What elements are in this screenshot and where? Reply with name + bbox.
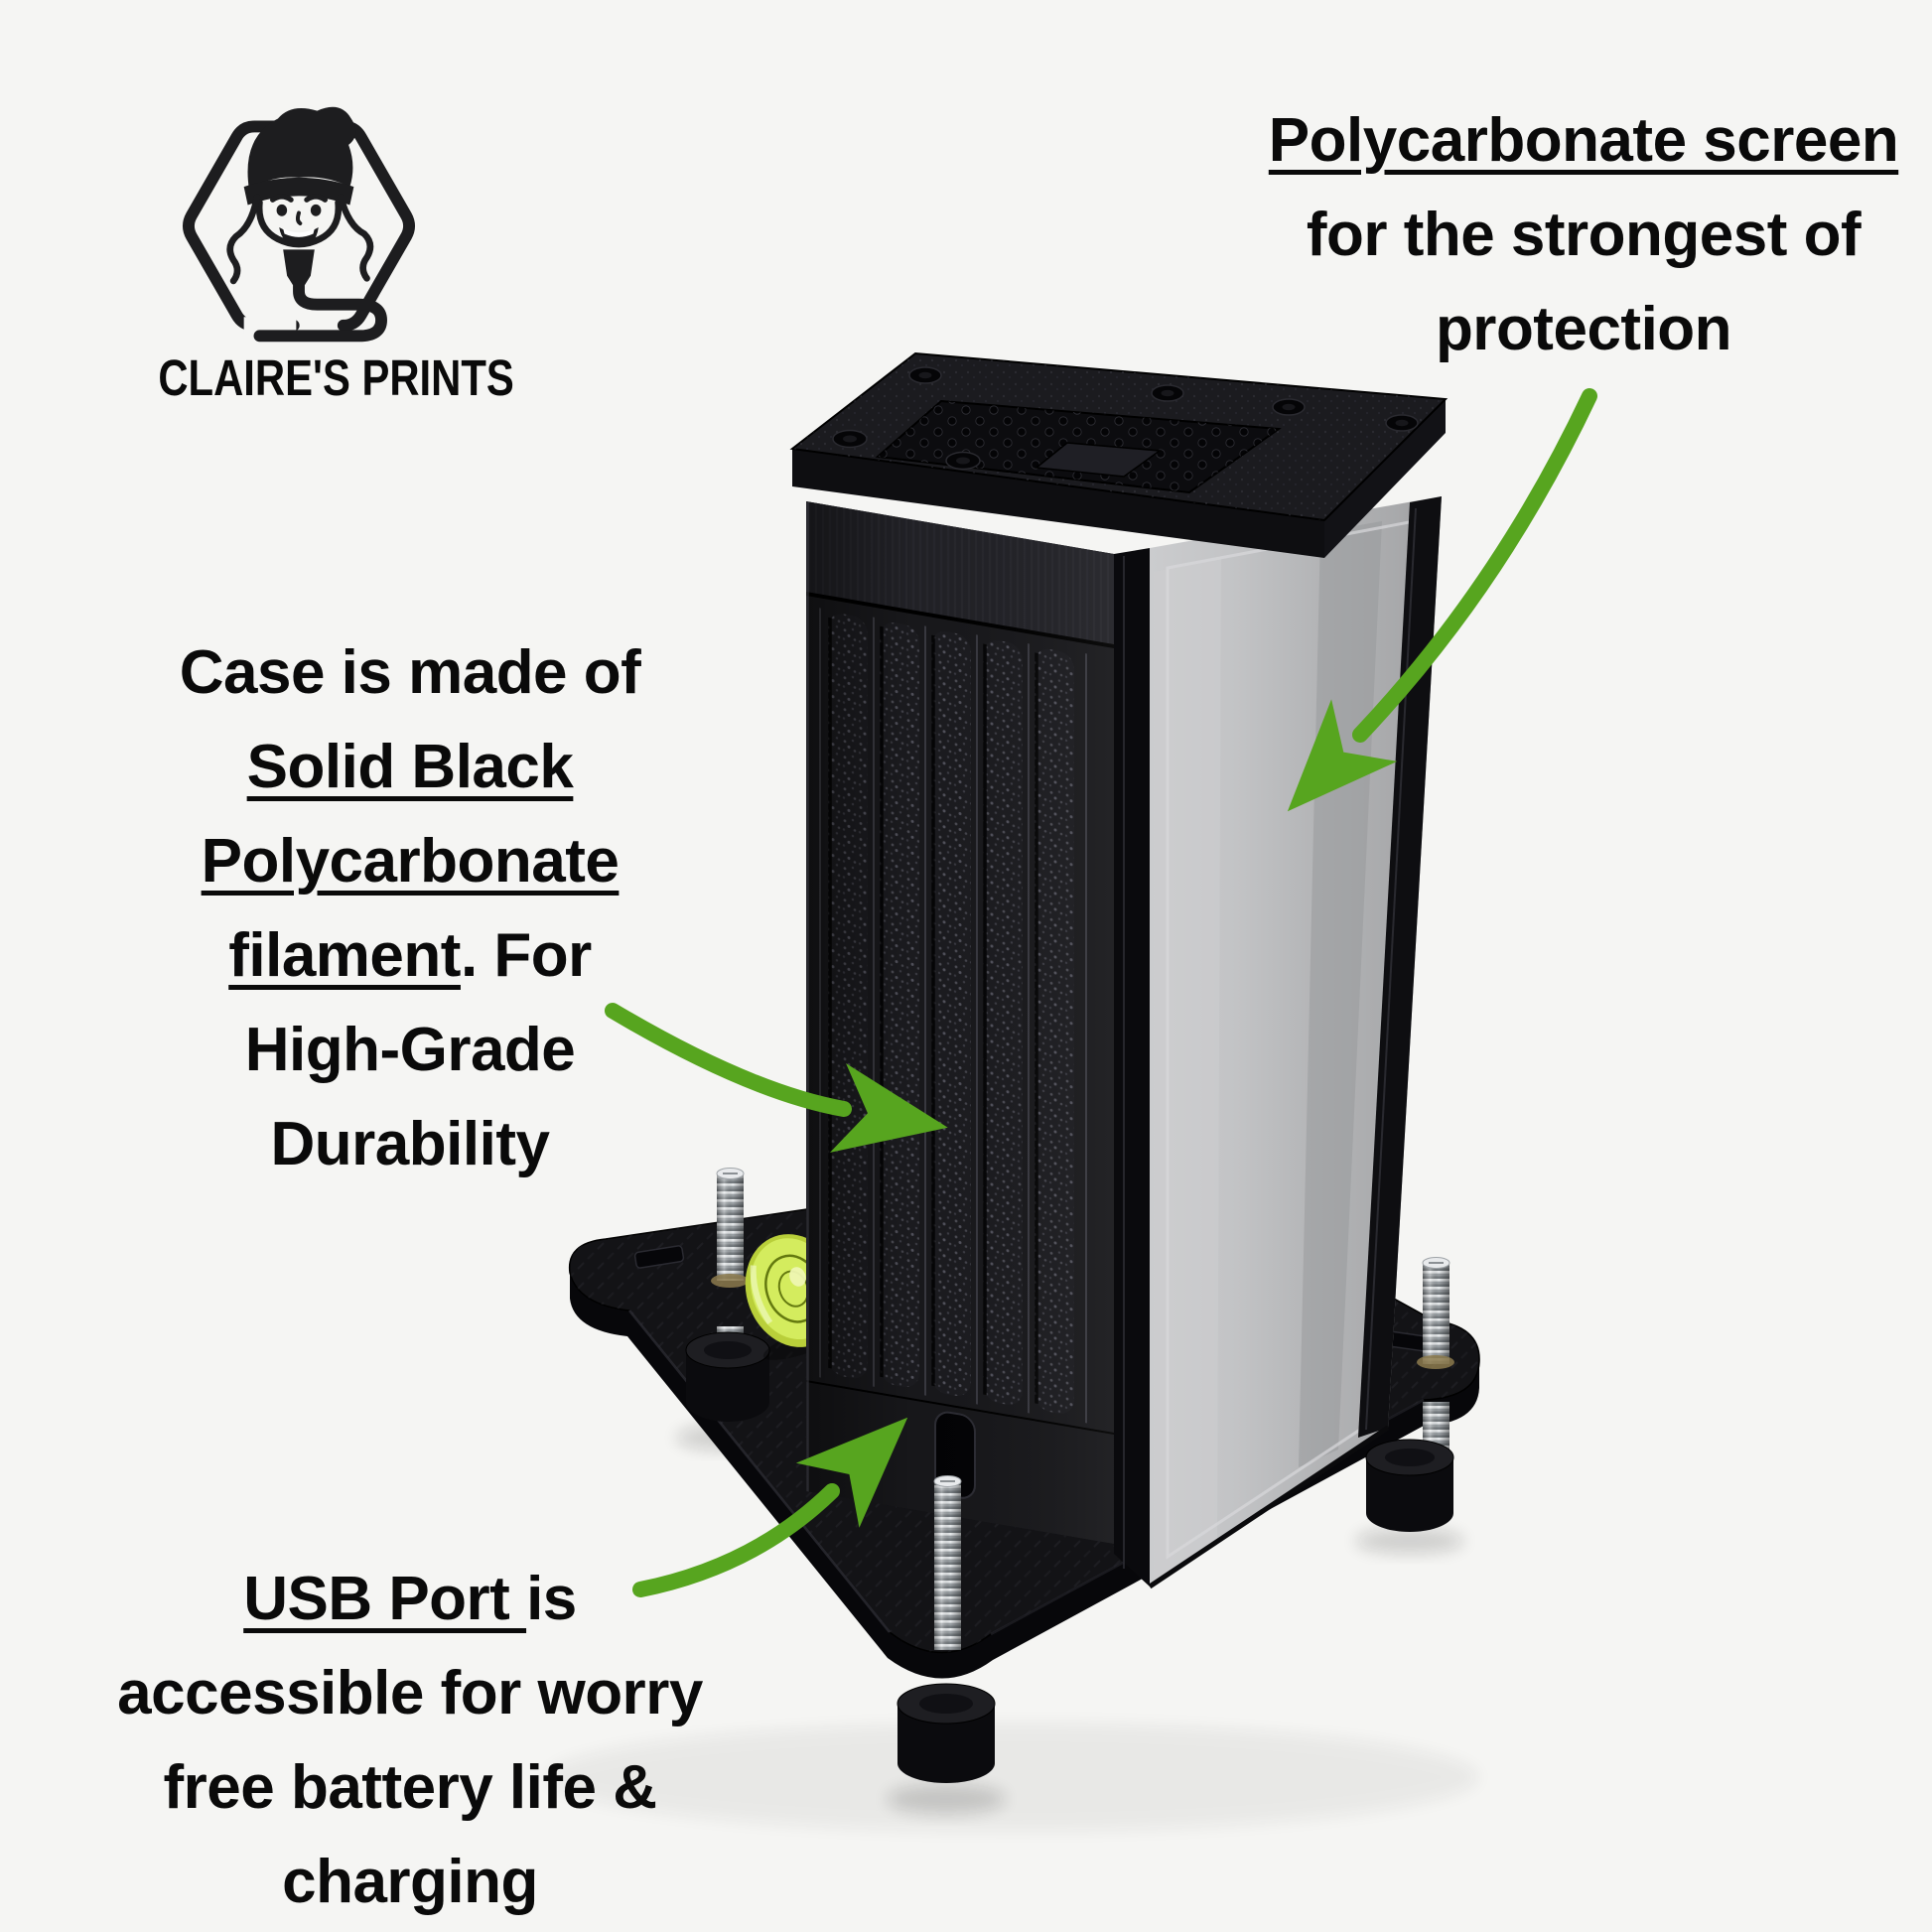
ground-shadow — [546, 1425, 1479, 1832]
rubber-foot-front — [897, 1683, 996, 1783]
annotation-arrows — [605, 388, 1597, 1597]
annotation-line: free battery life & — [163, 1753, 657, 1822]
brand-name: CLAIRE'S PRINTS — [158, 349, 514, 406]
leveling-screw-right — [1417, 1257, 1454, 1455]
annotation-polycarbonate-screen: Polycarbonate screen for the strongest o… — [1216, 93, 1932, 376]
vented-front-panel — [806, 501, 1114, 1545]
annotation-line: Durability — [270, 1110, 550, 1178]
annotation-usb-port: USB Port is accessible for worry free ba… — [53, 1552, 767, 1929]
annotation-line: USB Port is — [243, 1565, 577, 1633]
annotation-case-material: Case is made of Solid Black Polycarbonat… — [53, 625, 767, 1191]
annotation-line: High-Grade — [244, 1016, 576, 1084]
annotation-line: Solid Black — [246, 733, 574, 801]
case-tower — [789, 351, 1449, 1589]
annotation-line: Polycarbonate screen — [1268, 106, 1899, 175]
annotation-line: accessible for worry — [117, 1659, 703, 1727]
annotation-line: filament. For — [228, 921, 592, 990]
arrow-to-screen-icon — [1287, 388, 1597, 812]
case-top-cap — [789, 351, 1449, 558]
corner-pillar — [1114, 548, 1150, 1587]
claires-prints-logo-icon — [183, 106, 415, 343]
arrow-to-vents-icon — [605, 1003, 948, 1153]
annotation-line: Case is made of — [179, 638, 641, 707]
annotation-line: Polycarbonate — [201, 827, 620, 896]
annotation-line: charging — [282, 1848, 538, 1916]
rubber-foot-right — [1365, 1439, 1454, 1532]
annotation-line: protection — [1435, 295, 1732, 363]
top-cap-window — [1035, 442, 1163, 478]
cap-screws — [832, 366, 1419, 471]
rubber-foot-left — [685, 1331, 770, 1422]
leveling-screw-left — [711, 1168, 749, 1352]
base-plate-slot — [633, 1245, 685, 1269]
arrow-to-usb-port-icon — [632, 1417, 908, 1597]
annotation-line: for the strongest of — [1306, 201, 1862, 269]
